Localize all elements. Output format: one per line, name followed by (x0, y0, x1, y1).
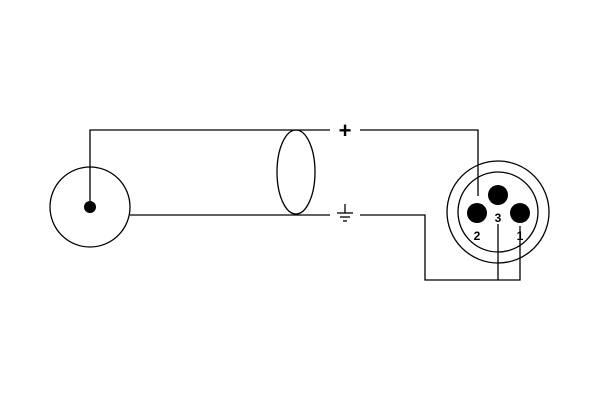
xlr-pin-3-label: 3 (495, 211, 502, 225)
xlr-pin-2-label: 2 (474, 229, 481, 243)
ground-icon (337, 204, 353, 222)
signal-wire (89, 129, 479, 207)
ground-wire-right (360, 214, 521, 281)
xlr-pin-2 (467, 203, 487, 223)
xlr-pin-1-label: 1 (517, 229, 524, 243)
xlr-connector: 2 3 1 (446, 160, 550, 264)
xlr-outer-ring (446, 160, 550, 264)
xlr-pin-3 (488, 185, 508, 205)
signal-wire-right (360, 129, 479, 196)
xlr-inner-ring (457, 171, 539, 253)
cable-shield-ellipse (276, 129, 316, 215)
xlr-pin-1 (510, 203, 530, 223)
signal-wire-left (89, 129, 330, 207)
positive-polarity-label: + (339, 118, 352, 143)
